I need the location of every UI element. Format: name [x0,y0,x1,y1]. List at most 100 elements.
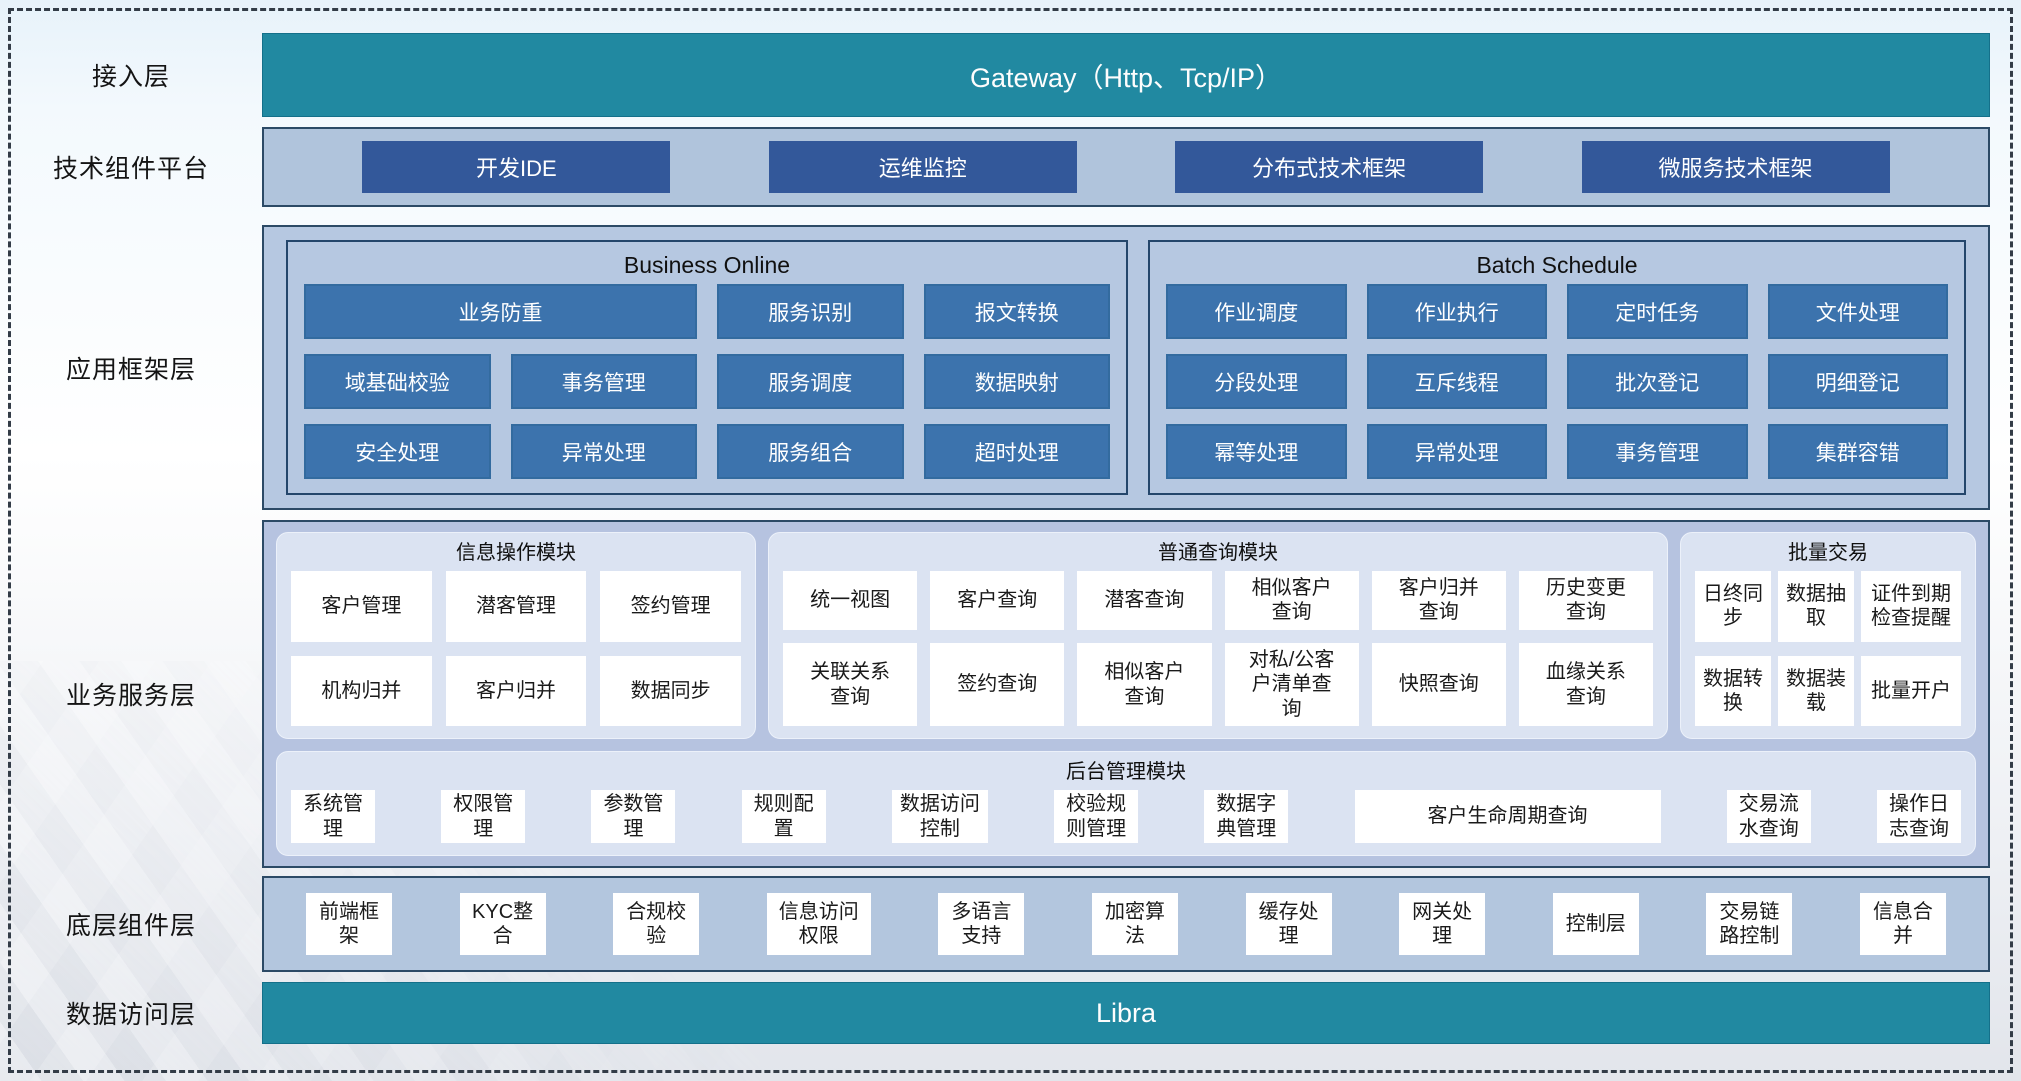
tech-platform-panel: 开发IDE 运维监控 分布式技术框架 微服务技术框架 [262,127,1990,207]
app-framework-item: 异常处理 [1366,424,1547,479]
layer-label-data-access: 数据访问层 [65,1001,196,1029]
service-cell: 系统管理 [291,790,375,843]
info-operation-module: 信息操作模块 客户管理 潜客管理 签约管理 机构归并 客户归并 数据同步 [276,532,756,740]
layer-app-framework: 应用框架层 Business Online 业务防重 服务识别 报文转换 域基础… [0,225,2021,510]
service-cell: 关联关系查询 [783,642,918,727]
app-framework-item: 异常处理 [510,424,697,479]
app-framework-item: 作业调度 [1166,284,1347,339]
app-framework-item: 报文转换 [923,284,1110,339]
general-query-grid: 统一视图 客户查询 潜客查询 相似客户查询 客户归并查询 历史变更查询 关联关系… [783,571,1653,727]
app-framework-item: 事务管理 [1567,424,1748,479]
service-cell: 权限管理 [441,790,526,843]
service-cell: 交易流水查询 [1726,790,1811,843]
backend-admin-row: 系统管理 权限管理 参数管理 规则配置 数据访问控制 校验规则管理 数据字典管理… [291,790,1961,843]
app-framework-item: 服务调度 [717,354,904,409]
service-cell: 历史变更查询 [1518,571,1653,630]
service-cell: 数据转换 [1695,655,1771,727]
service-cell: 血缘关系查询 [1518,642,1653,727]
service-cell: 客户归并查询 [1371,571,1506,630]
component-cell: 多语言支持 [938,893,1025,955]
layer-tech-platform: 技术组件平台 开发IDE 运维监控 分布式技术框架 微服务技术框架 [0,127,2021,207]
service-cell: 校验规则管理 [1054,790,1139,843]
service-cell: 规则配置 [741,790,826,843]
component-cell: 交易链路控制 [1706,893,1793,955]
app-framework-item: 批次登记 [1567,354,1748,409]
service-cell: 潜客查询 [1077,571,1212,630]
app-framework-item: 互斥线程 [1366,354,1547,409]
layer-business-service: 业务服务层 信息操作模块 客户管理 潜客管理 签约管理 机构归并 客户归并 数据… [0,520,2021,868]
app-framework-item: 幂等处理 [1166,424,1347,479]
service-cell: 数据字典管理 [1204,790,1289,843]
batch-schedule-title: Batch Schedule [1476,252,1638,278]
layer-label-business-service: 业务服务层 [65,682,196,710]
batch-schedule-box: Batch Schedule 作业调度 作业执行 定时任务 文件处理 分段处理 … [1148,240,1966,495]
layer-base-components: 底层组件层 前端框架 KYC整合 合规校验 信息访问权限 多语言支持 加密算法 … [0,876,2021,972]
business-service-top-row: 信息操作模块 客户管理 潜客管理 签约管理 机构归并 客户归并 数据同步 普通查… [276,532,1976,740]
business-online-title: Business Online [623,252,791,278]
service-cell: 相似客户查询 [1224,571,1359,630]
app-framework-item: 安全处理 [304,424,491,479]
service-cell: 对私/公客户清单查询 [1224,642,1359,727]
app-framework-item: 数据映射 [923,354,1110,409]
service-cell: 日终同步 [1695,571,1771,642]
general-query-module: 普通查询模块 统一视图 客户查询 潜客查询 相似客户查询 客户归并查询 历史变更… [768,532,1668,740]
app-framework-item: 明细登记 [1767,354,1948,409]
tech-item: 微服务技术框架 [1581,141,1890,193]
info-operation-module-title: 信息操作模块 [456,542,576,564]
service-cell: 证件到期检查提醒 [1861,571,1961,642]
app-framework-item: 文件处理 [1767,284,1948,339]
component-cell: 信息合并 [1859,893,1946,955]
service-cell: 操作日志查询 [1876,790,1961,843]
backend-admin-module: 后台管理模块 系统管理 权限管理 参数管理 规则配置 数据访问控制 校验规则管理… [276,751,1976,856]
app-framework-item: 业务防重 [304,284,697,339]
service-cell: 相似客户查询 [1077,642,1212,727]
layer-label-access: 接入层 [91,63,170,91]
service-cell: 客户查询 [930,571,1065,630]
app-framework-item: 定时任务 [1567,284,1748,339]
base-components-panel: 前端框架 KYC整合 合规校验 信息访问权限 多语言支持 加密算法 缓存处理 网… [262,876,1990,972]
service-cell: 客户生命周期查询 [1354,790,1661,843]
business-service-panel: 信息操作模块 客户管理 潜客管理 签约管理 机构归并 客户归并 数据同步 普通查… [262,520,1990,868]
service-cell: 快照查询 [1371,642,1506,727]
batch-transaction-module-title: 批量交易 [1788,542,1868,564]
layer-label-tech-platform: 技术组件平台 [52,155,209,183]
info-operation-grid: 客户管理 潜客管理 签约管理 机构归并 客户归并 数据同步 [291,571,741,727]
gateway-bar: Gateway（Http、Tcp/IP） [262,33,1990,117]
batch-schedule-grid: 作业调度 作业执行 定时任务 文件处理 分段处理 互斥线程 批次登记 明细登记 … [1166,284,1948,479]
tech-item: 开发IDE [362,141,671,193]
app-framework-item: 域基础校验 [304,354,491,409]
service-cell: 数据抽取 [1778,571,1854,642]
app-framework-item: 服务组合 [717,424,904,479]
service-cell: 数据装载 [1778,655,1854,727]
component-cell: 缓存处理 [1245,893,1332,955]
service-cell: 统一视图 [783,571,918,630]
service-cell: 签约管理 [600,571,741,642]
service-cell: 客户归并 [445,655,587,727]
service-cell: 签约查询 [930,642,1065,727]
app-framework-item: 服务识别 [717,284,904,339]
batch-transaction-grid: 日终同步 数据抽取 证件到期检查提醒 数据转换 数据装载 批量开户 [1695,571,1961,727]
service-cell: 参数管理 [591,790,676,843]
app-framework-panel: Business Online 业务防重 服务识别 报文转换 域基础校验 事务管… [262,225,1990,510]
backend-admin-module-title: 后台管理模块 [1066,761,1186,784]
component-cell: 合规校验 [613,893,700,955]
app-framework-item: 事务管理 [510,354,697,409]
layer-access: 接入层 Gateway（Http、Tcp/IP） [0,33,2021,117]
service-cell: 客户管理 [291,571,432,642]
component-cell: 加密算法 [1091,893,1178,955]
libra-bar: Libra [262,982,1990,1044]
app-framework-item: 作业执行 [1366,284,1547,339]
layer-data-access: 数据访问层 Libra [0,982,2021,1044]
business-online-box: Business Online 业务防重 服务识别 报文转换 域基础校验 事务管… [286,240,1128,495]
component-cell: 信息访问权限 [766,893,871,955]
tech-item: 运维监控 [768,141,1077,193]
service-cell: 批量开户 [1861,655,1961,727]
app-framework-item: 超时处理 [923,424,1110,479]
app-framework-item: 分段处理 [1166,354,1347,409]
component-cell: 网关处理 [1399,893,1486,955]
app-framework-item: 集群容错 [1767,424,1948,479]
tech-item: 分布式技术框架 [1175,141,1484,193]
batch-transaction-module: 批量交易 日终同步 数据抽取 证件到期检查提醒 数据转换 数据装载 批量开户 [1680,532,1976,740]
layer-label-base-components: 底层组件层 [65,912,196,940]
service-cell: 机构归并 [291,655,432,727]
